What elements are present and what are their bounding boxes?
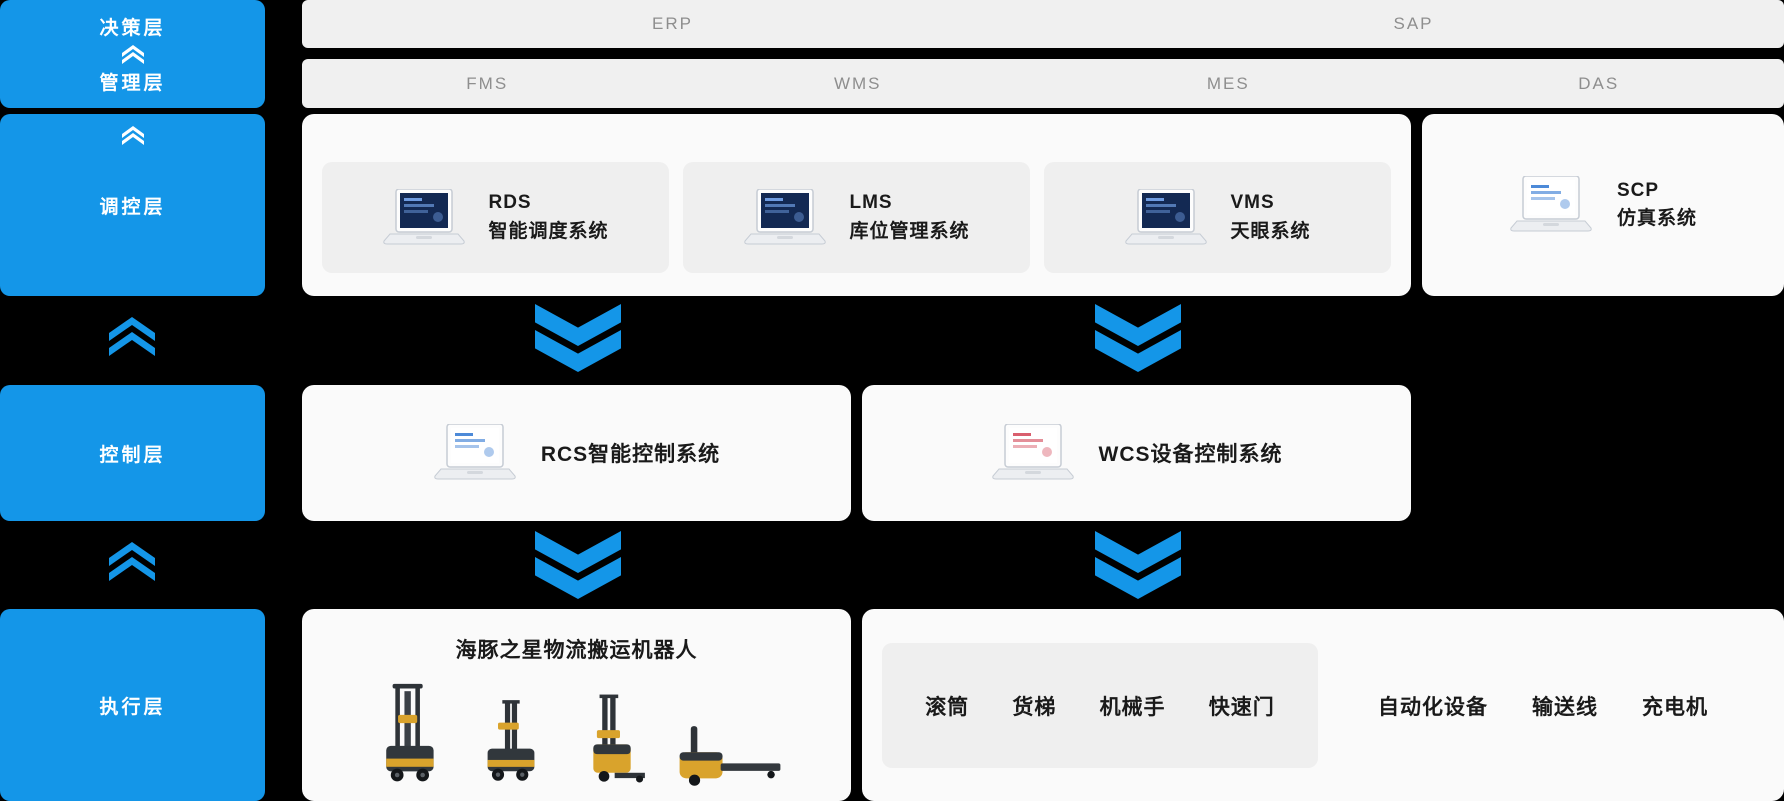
scp-panel: SCP 仿真系统 xyxy=(1422,114,1784,296)
sap-label: SAP xyxy=(1393,14,1434,33)
wcs-panel: WCS设备控制系统 xyxy=(862,385,1411,521)
layer-block-control: 控制层 xyxy=(0,385,265,521)
robots-title: 海豚之星物流搬运机器人 xyxy=(455,639,698,662)
system-card-text: SCP 仿真系统 xyxy=(1617,177,1697,234)
device-label: 快速门 xyxy=(1208,695,1275,719)
wms-label: WMS xyxy=(833,73,882,93)
layer-block-decision-management: 决策层 管理层 xyxy=(0,0,265,108)
layer-block-regulation: 调控层 xyxy=(0,114,265,296)
robots-row xyxy=(302,670,851,786)
system-name: 天眼系统 xyxy=(1230,220,1311,242)
layer-label-control: 控制层 xyxy=(99,444,166,466)
device-label: 滚筒 xyxy=(925,695,970,719)
laptop-icon xyxy=(1509,176,1593,234)
chevron-down-icon xyxy=(535,304,621,372)
system-code: VMS xyxy=(1230,192,1275,213)
fms-label: FMS xyxy=(466,73,509,93)
system-card-rds: RDS 智能调度系统 xyxy=(322,162,669,273)
chevron-down-icon xyxy=(535,531,621,599)
device-label: 货梯 xyxy=(1012,695,1057,719)
layer-label-regulation: 调控层 xyxy=(99,196,166,218)
chevron-up-icon xyxy=(122,126,144,145)
das-label: DAS xyxy=(1578,73,1620,93)
laptop-icon xyxy=(743,189,827,247)
laptop-icon xyxy=(433,424,517,482)
regulation-panel: RDS 智能调度系统 LMS 库位管理系统 VMS 天眼系统 xyxy=(302,114,1411,296)
device-label: 输送线 xyxy=(1532,695,1598,719)
fms-wms-mes-das-bar: FMS WMS MES DAS xyxy=(302,59,1784,108)
layer-label-decision: 决策层 xyxy=(99,17,166,39)
system-code: LMS xyxy=(849,192,893,213)
robots-panel: 海豚之星物流搬运机器人 xyxy=(302,609,851,801)
devices-right-group: 自动化设备 输送线 充电机 xyxy=(1318,643,1768,768)
laptop-icon xyxy=(991,424,1075,482)
mes-label: MES xyxy=(1206,73,1250,93)
chevron-down-icon xyxy=(1095,531,1181,599)
chevron-up-icon xyxy=(109,542,155,581)
device-label: 自动化设备 xyxy=(1378,695,1488,719)
agv-reach-stacker-icon xyxy=(368,682,450,786)
device-label: 充电机 xyxy=(1642,695,1708,719)
layer-label-execution: 执行层 xyxy=(99,696,166,718)
system-code: RDS xyxy=(488,192,532,213)
system-card-text: VMS 天眼系统 xyxy=(1230,189,1310,246)
chevron-up-icon xyxy=(122,45,144,64)
wcs-label: WCS设备控制系统 xyxy=(1098,443,1283,466)
system-code: SCP xyxy=(1616,179,1660,201)
laptop-icon xyxy=(1124,189,1208,247)
agv-pallet-truck-icon xyxy=(674,724,786,786)
device-label: 机械手 xyxy=(1099,695,1166,719)
system-card-vms: VMS 天眼系统 xyxy=(1044,162,1391,273)
chevron-down-icon xyxy=(1095,304,1181,372)
system-name: 仿真系统 xyxy=(1616,208,1697,229)
devices-box: 滚筒 货梯 机械手 快速门 xyxy=(882,643,1318,768)
system-card-text: LMS 库位管理系统 xyxy=(849,189,969,246)
system-name: 智能调度系统 xyxy=(488,220,609,242)
layer-block-execution: 执行层 xyxy=(0,609,265,801)
erp-sap-bar: ERP SAP xyxy=(302,0,1784,48)
system-card-lms: LMS 库位管理系统 xyxy=(683,162,1030,273)
erp-label: ERP xyxy=(652,14,693,33)
devices-panel: 滚筒 货梯 机械手 快速门 自动化设备 输送线 充电机 xyxy=(862,609,1784,801)
system-card-text: RDS 智能调度系统 xyxy=(488,189,608,246)
laptop-icon xyxy=(382,189,466,247)
agv-stacker-icon xyxy=(472,694,550,786)
layer-label-management: 管理层 xyxy=(99,73,166,95)
rcs-panel: RCS智能控制系统 xyxy=(302,385,851,521)
chevron-up-icon xyxy=(109,317,155,356)
agv-pallet-stacker-icon xyxy=(572,692,652,786)
system-name: 库位管理系统 xyxy=(849,220,970,242)
rcs-label: RCS智能控制系统 xyxy=(540,443,721,466)
